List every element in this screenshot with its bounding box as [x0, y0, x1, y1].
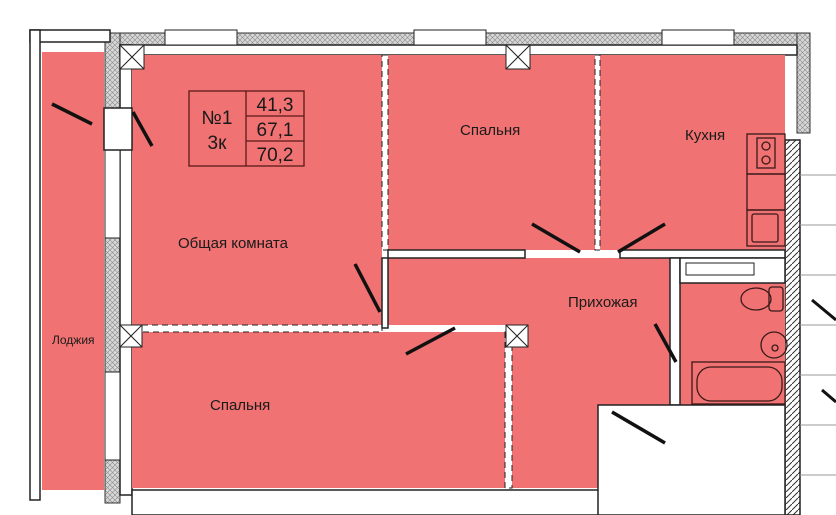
sink-icon [746, 209, 786, 247]
loggia-area [42, 52, 104, 490]
toilet-icon [740, 286, 784, 312]
hallway-label: Прихожая [568, 294, 638, 311]
living-area: 41,3 [257, 95, 294, 116]
bedroom-bottom-label: Спальня [210, 397, 270, 414]
total-area: 67,1 [257, 120, 294, 141]
bathtub-icon [691, 361, 786, 405]
kitchen-area [600, 55, 785, 250]
bedroom-bottom-area [132, 332, 505, 488]
vent-shafts [119, 44, 531, 348]
hallway-area [388, 258, 670, 488]
total-area-with-loggia: 70,2 [257, 145, 294, 166]
loggia-label: Лоджия [52, 333, 95, 347]
apartment-number: №1 [202, 108, 233, 129]
doors [51, 102, 678, 445]
living-room-label: Общая комната [178, 235, 289, 252]
kitchen-label: Кухня [685, 127, 725, 144]
living-room-area [132, 55, 382, 325]
staircase [800, 174, 836, 476]
washbasin-icon [760, 331, 788, 359]
rooms-count: 3к [208, 133, 228, 154]
windows [104, 29, 735, 461]
bedroom-top-label: Спальня [460, 122, 520, 139]
apartment-info-box: №1 3к 41,3 67,1 70,2 [188, 90, 305, 167]
bedroom-top-area [388, 55, 595, 250]
